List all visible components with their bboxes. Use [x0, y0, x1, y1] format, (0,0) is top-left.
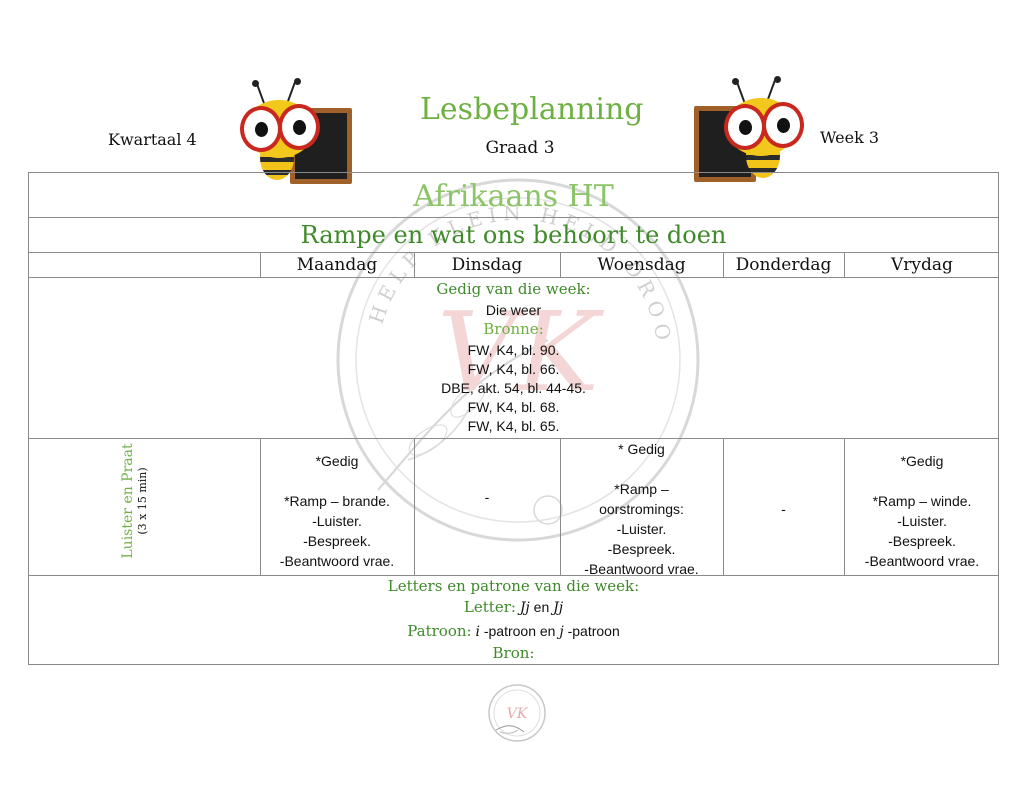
activity-monday: *Gedig *Ramp – brande. -Luister. -Bespre…	[279, 453, 395, 569]
source-label: Bron:	[492, 644, 535, 662]
resources-label: Bronne:	[483, 320, 544, 338]
footer-logo-icon: VK	[488, 684, 546, 742]
letters-label: Letters en patrone van die week:	[387, 577, 640, 595]
letter-line: Letter: Jj en Jj	[463, 598, 564, 616]
resource-item: FW, K4, bl. 66.	[467, 361, 560, 377]
resource-item: DBE, akt. 54, bl. 44-45.	[441, 380, 586, 396]
watermark-logo-icon: VK HELP KLEIN HELD DROOM	[318, 160, 700, 542]
poem-label: Gedig van die week:	[436, 280, 591, 298]
bee-mascot-right-icon	[690, 76, 810, 186]
activity-thursday: -	[781, 501, 786, 517]
topic-title: Rampe en wat ons behoort te doen	[300, 221, 727, 249]
subject-title: Afrikaans HT	[413, 179, 614, 214]
activity-friday: *Gedig *Ramp – winde. -Luister. -Bespree…	[864, 453, 980, 569]
listen-speak-label: Luister en Praat (3 x 15 min)	[120, 443, 149, 559]
activity-tuesday: -	[484, 489, 490, 505]
day-header-wednesday: Woensdag	[597, 255, 686, 275]
resource-item: FW, K4, bl. 90.	[467, 342, 560, 358]
day-header-friday: Vrydag	[891, 255, 953, 275]
day-header-monday: Maandag	[296, 255, 378, 275]
pattern-line: Patroon: i -patroon en j -patroon	[407, 622, 620, 640]
resource-item: FW, K4, bl. 68.	[467, 399, 560, 415]
watermark-initials: VK	[437, 288, 604, 416]
resource-item: FW, K4, bl. 65.	[467, 418, 560, 434]
grade-label: Graad 3	[485, 138, 555, 158]
activity-wednesday: * Gedig *Ramp – oorstromings: -Luister. …	[584, 441, 699, 577]
day-header-thursday: Donderdag	[735, 255, 832, 275]
page-title: Lesbeplanning	[420, 92, 644, 127]
day-header-tuesday: Dinsdag	[451, 255, 523, 275]
svg-text:VK: VK	[507, 706, 529, 722]
poem-title: Die weer	[485, 302, 542, 318]
week-label: Week 3	[820, 128, 880, 147]
lesson-plan-table: Afrikaans HT Rampe en wat ons behoort te…	[28, 172, 999, 665]
term-label: Kwartaal 4	[108, 130, 197, 149]
